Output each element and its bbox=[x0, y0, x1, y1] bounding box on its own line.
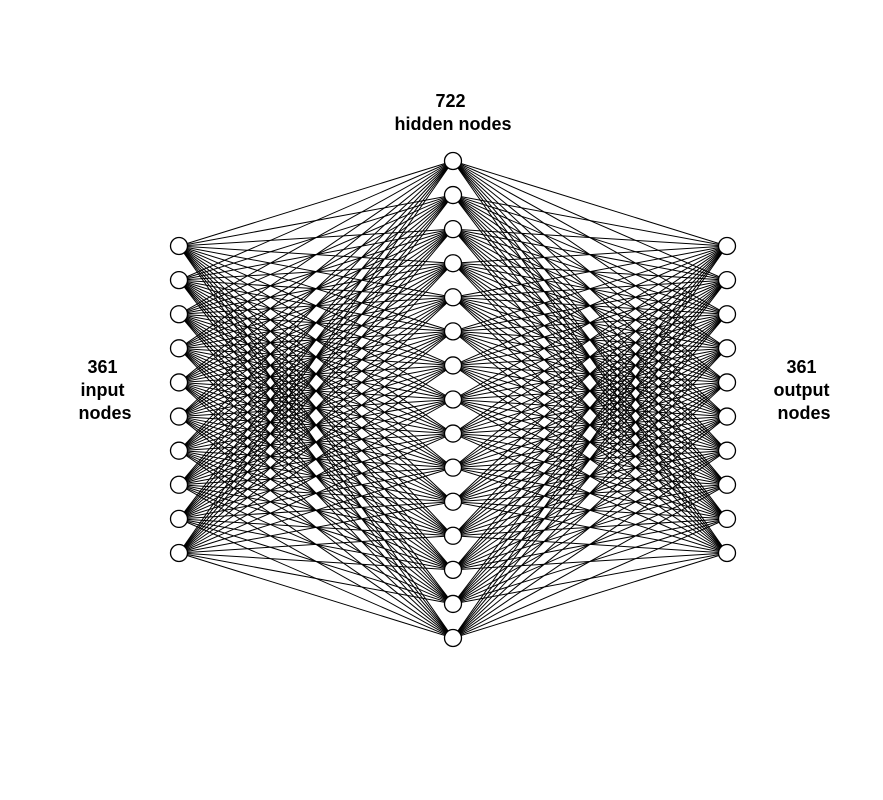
hidden-to-output-edge bbox=[452, 245, 728, 537]
input-node bbox=[169, 407, 189, 426]
hidden-node bbox=[443, 356, 463, 375]
hidden-to-output-edge bbox=[452, 245, 728, 605]
connection-lines bbox=[178, 160, 728, 639]
input-to-hidden-edge bbox=[178, 501, 454, 554]
hidden-to-output-edge bbox=[452, 347, 728, 639]
hidden-layer-count: 722 bbox=[435, 91, 465, 111]
hidden-to-output-edge bbox=[452, 382, 728, 639]
hidden-to-output-edge bbox=[452, 245, 728, 434]
hidden-to-output-edge bbox=[452, 160, 728, 247]
input-node bbox=[169, 543, 189, 563]
input-to-hidden-edge bbox=[178, 467, 454, 554]
input-layer-label: 361 input nodes bbox=[78, 357, 131, 423]
input-to-hidden-edge bbox=[178, 552, 454, 639]
input-to-hidden-edge bbox=[178, 365, 454, 554]
input-layer-caption-1: input bbox=[81, 380, 125, 400]
hidden-node bbox=[443, 151, 463, 171]
input-to-hidden-edge bbox=[178, 552, 454, 605]
hidden-node bbox=[443, 628, 463, 648]
hidden-node bbox=[443, 288, 463, 307]
input-to-hidden-edge bbox=[178, 160, 454, 383]
input-to-hidden-edge bbox=[178, 160, 454, 554]
output-node bbox=[717, 543, 737, 563]
hidden-to-output-edge bbox=[452, 245, 728, 469]
input-to-hidden-edge bbox=[178, 433, 454, 554]
input-node bbox=[169, 373, 189, 392]
input-node bbox=[169, 270, 189, 290]
hidden-to-output-edge bbox=[452, 245, 728, 400]
hidden-to-output-edge bbox=[452, 245, 728, 571]
hidden-node bbox=[443, 185, 463, 205]
hidden-node bbox=[443, 424, 463, 443]
hidden-to-output-edge bbox=[452, 416, 728, 639]
hidden-to-output-edge bbox=[452, 228, 728, 247]
input-to-hidden-edge bbox=[178, 160, 454, 281]
input-to-hidden-edge bbox=[178, 160, 454, 486]
hidden-to-output-edge bbox=[452, 313, 728, 639]
hidden-to-output-edge bbox=[452, 245, 728, 332]
input-to-hidden-edge bbox=[178, 399, 454, 554]
input-node bbox=[169, 441, 189, 460]
output-layer-label: 361 output nodes bbox=[774, 357, 835, 423]
output-node bbox=[717, 373, 737, 392]
hidden-to-output-edge bbox=[452, 552, 728, 639]
network-nodes bbox=[169, 151, 737, 648]
input-to-hidden-edge bbox=[178, 552, 454, 571]
output-node bbox=[717, 509, 737, 529]
hidden-to-output-edge bbox=[452, 484, 728, 639]
hidden-layer-label: 722 hidden nodes bbox=[395, 91, 512, 134]
input-to-hidden-edge bbox=[178, 262, 454, 554]
hidden-to-output-edge bbox=[452, 194, 728, 247]
hidden-layer-caption: hidden nodes bbox=[395, 114, 512, 134]
hidden-to-output-edge bbox=[452, 245, 728, 298]
hidden-node bbox=[443, 458, 463, 477]
input-to-hidden-edge bbox=[178, 160, 454, 315]
input-node bbox=[169, 475, 189, 494]
hidden-node bbox=[443, 390, 463, 409]
output-node bbox=[717, 236, 737, 256]
hidden-to-output-edge bbox=[452, 245, 728, 366]
output-node bbox=[717, 441, 737, 460]
input-to-hidden-edge bbox=[178, 160, 454, 452]
hidden-to-output-edge bbox=[452, 245, 728, 639]
hidden-node bbox=[443, 560, 463, 580]
input-to-hidden-edge bbox=[178, 160, 454, 349]
input-layer-caption-2: nodes bbox=[78, 403, 131, 423]
input-node bbox=[169, 305, 189, 324]
hidden-to-output-edge bbox=[452, 279, 728, 639]
output-layer-caption-2: nodes bbox=[777, 403, 830, 423]
output-layer-caption-1: output bbox=[774, 380, 830, 400]
input-to-hidden-edge bbox=[178, 330, 454, 554]
hidden-to-output-edge bbox=[452, 245, 728, 503]
hidden-node bbox=[443, 594, 463, 614]
output-node bbox=[717, 475, 737, 494]
input-to-hidden-edge bbox=[178, 296, 454, 554]
hidden-node bbox=[443, 219, 463, 239]
input-layer-count: 361 bbox=[87, 357, 117, 377]
input-node bbox=[169, 509, 189, 529]
output-node bbox=[717, 407, 737, 426]
input-node bbox=[169, 236, 189, 256]
input-to-hidden-edge bbox=[178, 160, 454, 247]
input-to-hidden-edge bbox=[178, 160, 454, 417]
hidden-node bbox=[443, 526, 463, 545]
hidden-to-output-edge bbox=[452, 245, 728, 264]
output-node bbox=[717, 339, 737, 358]
input-to-hidden-edge bbox=[178, 535, 454, 554]
hidden-node bbox=[443, 254, 463, 273]
input-to-hidden-edge bbox=[178, 160, 454, 520]
output-node bbox=[717, 305, 737, 324]
input-node bbox=[169, 339, 189, 358]
input-to-hidden-edge bbox=[178, 228, 454, 554]
output-layer-count: 361 bbox=[786, 357, 816, 377]
hidden-node bbox=[443, 322, 463, 341]
hidden-to-output-edge bbox=[452, 518, 728, 639]
input-to-hidden-edge bbox=[178, 194, 454, 554]
hidden-node bbox=[443, 492, 463, 511]
output-node bbox=[717, 270, 737, 290]
hidden-to-output-edge bbox=[452, 450, 728, 639]
